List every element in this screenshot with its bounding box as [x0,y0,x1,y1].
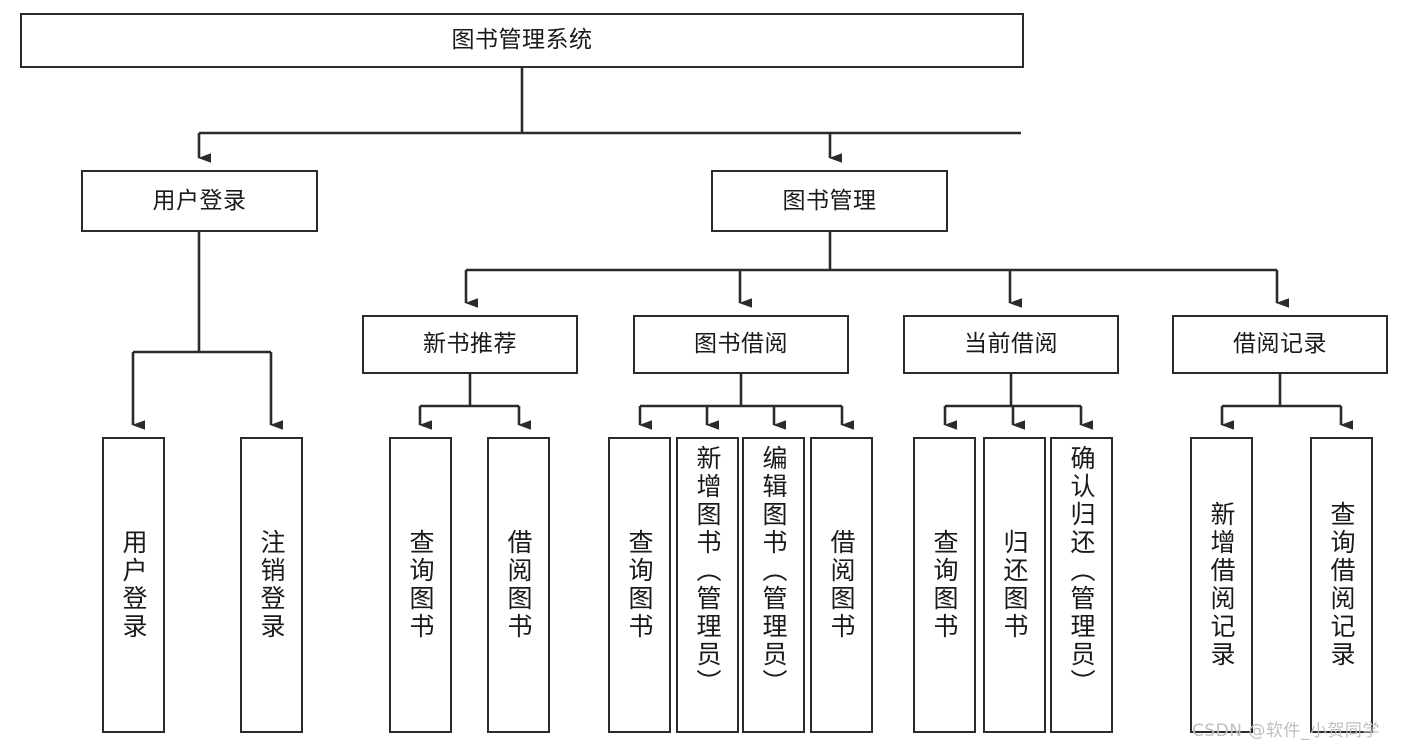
csdn-watermark: CSDN @软件_小贺同学 [1192,721,1380,741]
node-label: 查询图书 [625,529,654,641]
node-label: 图书管理 [782,187,877,214]
node-leaf-logout[interactable]: 注销登录 [240,437,303,733]
node-book-management[interactable]: 图书管理 [711,170,948,232]
edge-user-login-to-leaves [131,232,283,430]
node-label: 当前借阅 [964,331,1058,358]
node-leaf-user-login[interactable]: 用户登录 [102,437,165,733]
node-leaf-add-book-admin[interactable]: 新增图书（管理员） [676,437,739,733]
edge-borrow-record-to-leaves [1220,374,1353,430]
node-leaf-query-book-borrow[interactable]: 查询图书 [608,437,671,733]
node-label: 图书管理系统 [451,27,593,54]
node-root-book-management-system[interactable]: 图书管理系统 [20,13,1024,68]
node-label: 借阅记录 [1233,331,1327,358]
node-label: 图书借阅 [694,331,788,358]
node-label: 归还图书 [1000,529,1029,641]
node-borrowing-record[interactable]: 借阅记录 [1172,315,1388,374]
node-user-login[interactable]: 用户登录 [81,170,318,232]
node-leaf-borrow-book-rec[interactable]: 借阅图书 [487,437,550,733]
node-label: 查询借阅记录 [1327,501,1356,669]
node-label: 新书推荐 [423,331,517,358]
node-label: 编辑图书（管理员） [759,445,788,697]
node-label: 确认归还（管理员） [1067,445,1096,697]
node-label: 查询图书 [406,529,435,641]
node-leaf-borrow-book[interactable]: 借阅图书 [810,437,873,733]
node-leaf-confirm-return-admin[interactable]: 确认归还（管理员） [1050,437,1113,733]
node-new-book-recommendation[interactable]: 新书推荐 [362,315,578,374]
edge-root-to-level2 [197,68,1021,163]
node-book-borrowing[interactable]: 图书借阅 [633,315,849,374]
node-leaf-query-book-rec[interactable]: 查询图书 [389,437,452,733]
node-label: 新增图书（管理员） [693,445,722,697]
node-label: 借阅图书 [827,529,856,641]
node-leaf-query-borrow-record[interactable]: 查询借阅记录 [1310,437,1373,733]
node-label: 用户登录 [152,187,247,214]
node-current-borrowing[interactable]: 当前借阅 [903,315,1119,374]
node-leaf-edit-book-admin[interactable]: 编辑图书（管理员） [742,437,805,733]
node-label: 新增借阅记录 [1207,501,1236,669]
node-label: 查询图书 [930,529,959,641]
edge-current-borrow-to-leaves [943,374,1093,430]
node-label: 用户登录 [119,529,148,641]
edge-new-book-rec-to-leaves [418,374,531,430]
edge-book-borrow-to-leaves [638,374,854,430]
edge-book-manage-to-level3 [464,232,1289,308]
node-leaf-add-borrow-record[interactable]: 新增借阅记录 [1190,437,1253,733]
node-leaf-return-book[interactable]: 归还图书 [983,437,1046,733]
node-label: 注销登录 [257,529,286,641]
node-label: 借阅图书 [504,529,533,641]
node-leaf-query-book-current[interactable]: 查询图书 [913,437,976,733]
